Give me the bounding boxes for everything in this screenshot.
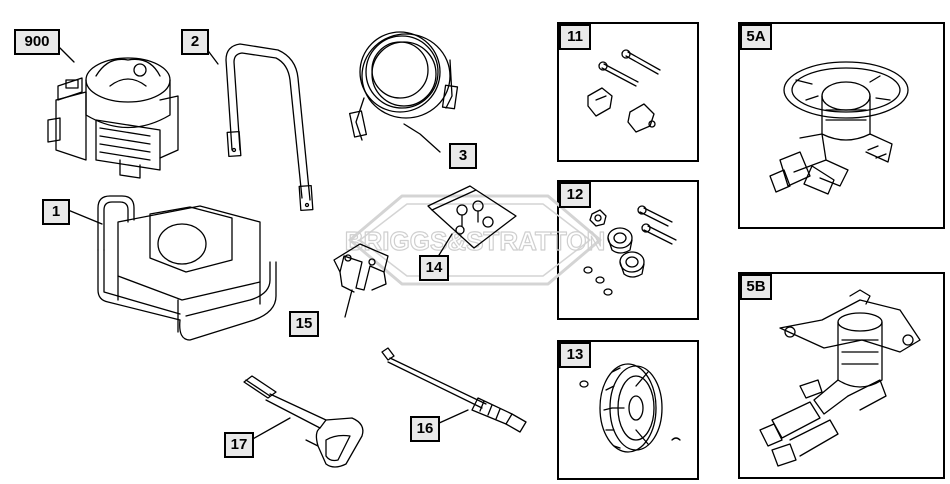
wheel-illustration	[579, 363, 681, 453]
parts-bag-illustration	[427, 185, 517, 249]
hardware-kit-illustration	[587, 49, 661, 133]
panel-part-5a	[738, 22, 945, 229]
handle-illustration	[225, 43, 314, 212]
bracket-illustration	[333, 243, 389, 293]
wheel-hardware-illustration	[583, 205, 677, 296]
part-label-16: 16	[410, 416, 440, 442]
part-label-15: 15	[289, 311, 319, 337]
engine-illustration	[47, 57, 179, 179]
watermark-text: BRIGGS&STRATTON	[345, 226, 605, 256]
spray-gun-illustration	[243, 375, 364, 468]
frame-illustration	[97, 195, 277, 341]
brand-watermark	[348, 194, 602, 286]
part-label-3: 3	[449, 143, 477, 169]
part-label-11: 11	[559, 24, 591, 50]
part-label-5b: 5B	[740, 274, 772, 300]
part-label-14: 14	[419, 255, 449, 281]
part-label-900: 900	[14, 29, 60, 55]
part-label-17: 17	[224, 432, 254, 458]
spray-wand-illustration	[381, 347, 527, 433]
pump-5b-illustration	[759, 289, 921, 467]
part-label-5a: 5A	[740, 24, 772, 50]
part-label-13: 13	[559, 342, 591, 368]
part-label-1: 1	[42, 199, 70, 225]
pump-5a-illustration	[769, 61, 909, 195]
part-label-2: 2	[181, 29, 209, 55]
leader-lines	[59, 47, 469, 441]
hose-illustration	[348, 31, 459, 141]
part-label-12: 12	[559, 182, 591, 208]
